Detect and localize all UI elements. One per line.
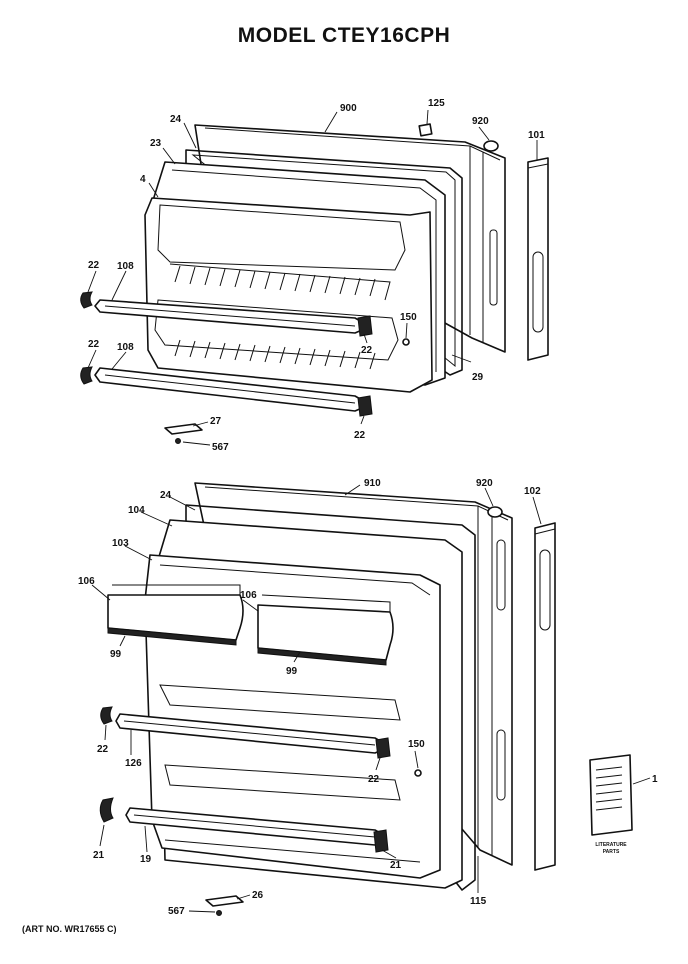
callout-29: 29 — [472, 372, 484, 383]
callout-4: 4 — [140, 174, 146, 185]
callout-22-f: 22 — [368, 774, 380, 785]
bar-end-22-lower-right — [357, 395, 373, 417]
bin-106-left — [107, 584, 244, 646]
callout-567-upper: 567 — [212, 442, 229, 453]
callout-125: 125 — [428, 98, 445, 109]
fresh-food-door-assembly: LITERATURE PARTS — [99, 482, 633, 916]
callout-21-b: 21 — [390, 860, 402, 871]
callout-22-e: 22 — [97, 744, 109, 755]
diagram-title: MODEL CTEY16CPH — [237, 24, 451, 47]
door-bar-108-upper — [94, 299, 363, 334]
part-567-screw-upper — [175, 438, 181, 444]
part-150 — [402, 338, 410, 346]
callout-22-b: 22 — [361, 345, 373, 356]
callout-920-upper: 920 — [472, 116, 489, 127]
part-920-plug-lower — [487, 506, 503, 518]
callout-104: 104 — [128, 505, 145, 516]
callout-567-lower: 567 — [168, 906, 185, 917]
fresh-food-handle-part — [534, 522, 556, 871]
callout-24-lower: 24 — [160, 490, 172, 501]
callout-106-a: 106 — [78, 576, 95, 587]
callout-150-upper: 150 — [400, 312, 417, 323]
part-567-screw-lower — [216, 910, 222, 916]
callout-22-c: 22 — [88, 339, 100, 350]
bar-end-22-upper-right — [357, 315, 373, 337]
part-27-clip — [164, 423, 203, 435]
literature-parts-booklet: LITERATURE PARTS — [589, 754, 633, 855]
bar-end-22-mid-left — [100, 706, 113, 725]
bar-end-22-upper-left — [80, 291, 93, 309]
bar-end-21-right — [373, 829, 389, 853]
callout-26: 26 — [252, 890, 264, 901]
callout-19: 19 — [140, 854, 152, 865]
leader-lines — [87, 109, 651, 913]
callout-22-d: 22 — [354, 430, 366, 441]
door-bar-108-lower — [94, 367, 363, 412]
part-26-clip — [205, 895, 244, 907]
callout-900: 900 — [340, 103, 357, 114]
callout-108-b: 108 — [117, 342, 134, 353]
callout-115: 115 — [470, 896, 487, 907]
callout-910: 910 — [364, 478, 381, 489]
literature-label-line-2: PARTS — [603, 849, 620, 855]
bar-end-22-lower-left — [80, 366, 93, 385]
callout-1: 1 — [652, 774, 658, 785]
callout-22-a: 22 — [88, 260, 100, 271]
callout-21-a: 21 — [93, 850, 105, 861]
part-150-lower — [414, 769, 422, 777]
callout-23: 23 — [150, 138, 162, 149]
bin-106-right — [257, 594, 394, 666]
callout-108-a: 108 — [117, 261, 134, 272]
freezer-handle-part — [527, 157, 549, 361]
callout-99-a: 99 — [110, 649, 122, 660]
bar-end-22-mid-right — [375, 737, 391, 759]
callout-labels: 900 125 920 101 24 23 4 22 108 150 22 22… — [78, 98, 658, 917]
callout-102: 102 — [524, 486, 541, 497]
part-125 — [418, 123, 433, 137]
freezer-door-assembly — [80, 123, 549, 444]
callout-101: 101 — [528, 130, 545, 141]
callout-24-upper: 24 — [170, 114, 182, 125]
bar-end-21-left — [99, 797, 114, 823]
callout-150-lower: 150 — [408, 739, 425, 750]
callout-920-lower: 920 — [476, 478, 493, 489]
freezer-liner-shelves-part — [144, 197, 433, 393]
callout-106-b: 106 — [240, 590, 257, 601]
callout-103: 103 — [112, 538, 129, 549]
part-920-plug — [483, 140, 499, 152]
literature-label-line-1: LITERATURE — [595, 842, 627, 848]
callout-27: 27 — [210, 416, 222, 427]
callout-99-b: 99 — [286, 666, 298, 677]
callout-126: 126 — [125, 758, 142, 769]
art-number: (ART NO. WR17655 C) — [22, 924, 117, 934]
